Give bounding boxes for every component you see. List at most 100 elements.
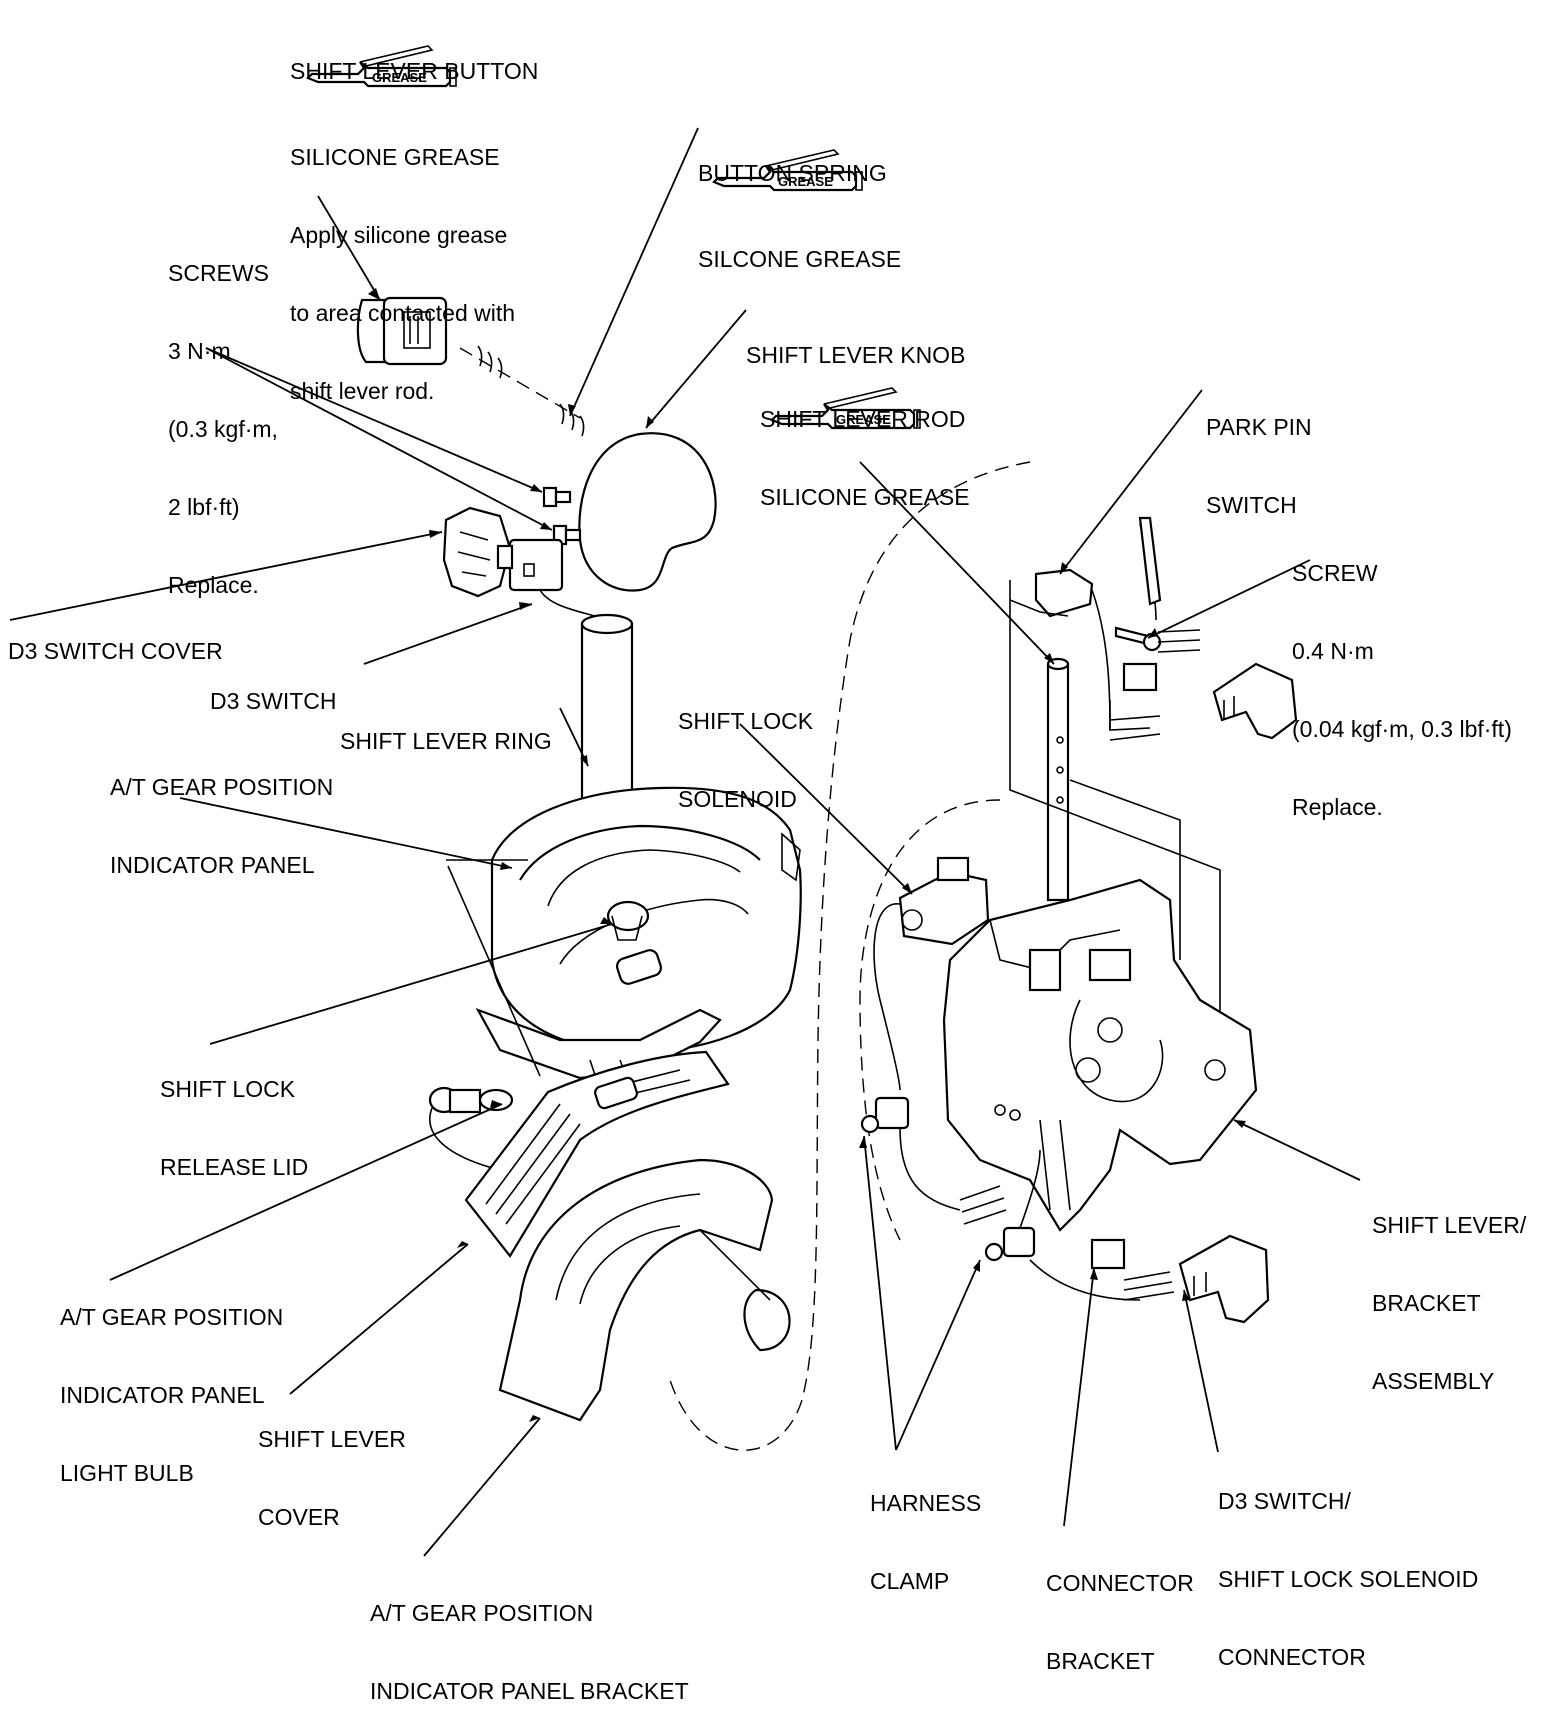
label-line: CONNECTOR: [1218, 1644, 1366, 1670]
label-line: Replace.: [168, 572, 259, 598]
label-shift-lever-knob: SHIFT LEVER KNOB: [746, 290, 965, 394]
button-spring-axis: [459, 347, 581, 419]
label-indicator-panel: A/T GEAR POSITION INDICATOR PANEL: [110, 722, 333, 904]
label-line: SCREWS: [168, 260, 269, 286]
label-shift-lever-button: SHIFT LEVER BUTTON: [290, 6, 538, 110]
label-line: SHIFT LEVER ROD: [760, 406, 966, 432]
grease-tube-text: GREASE: [836, 412, 891, 427]
shift-lever-cover-part: [464, 1050, 730, 1258]
label-line: BRACKET: [1372, 1290, 1481, 1316]
assembly-dashed-outline: [669, 461, 1031, 1451]
label-shift-lock-release-lid: SHIFT LOCK RELEASE LID: [160, 1024, 308, 1206]
label-line: SHIFT LEVER: [258, 1426, 406, 1452]
grease-tube-icon: GREASE: [712, 149, 863, 192]
assembly-guide-lines: [1009, 580, 1221, 1020]
label-line: 2 lbf·ft): [168, 494, 240, 520]
shift-lock-solenoid-part: [873, 856, 990, 1091]
park-pin-switch-part: [1009, 516, 1162, 731]
harness-clamp-part: [860, 1096, 1007, 1225]
label-line: A/T GEAR POSITION: [370, 1600, 594, 1626]
exploded-view-diagram: GREASE GREASE GREASE: [8, 6, 1526, 1704]
d3-switch-part: [496, 538, 613, 623]
label-line: SHIFT LEVER/: [1372, 1212, 1527, 1238]
connector-part: [1212, 662, 1298, 740]
label-line: to area contacted with: [290, 300, 516, 326]
label-screw: SCREW 0.4 N·m (0.04 kgf·m, 0.3 lbf·ft) R…: [1292, 508, 1512, 846]
grease-tube-icon: GREASE: [306, 45, 457, 88]
shift-lever-button-part: [356, 296, 448, 366]
label-harness-clamp: HARNESS CLAMP: [870, 1438, 981, 1620]
shift-lever-knob-part: [578, 432, 717, 592]
label-line: D3 SWITCH COVER: [8, 638, 223, 664]
label-line: SHIFT LOCK: [160, 1076, 296, 1102]
label-line: COVER: [258, 1504, 340, 1530]
grease-tube-text: GREASE: [372, 70, 427, 85]
label-shift-lever-rod-grease: SILICONE GREASE: [760, 432, 970, 536]
label-light-bulb: A/T GEAR POSITION INDICATOR PANEL LIGHT …: [60, 1252, 283, 1512]
label-bracket-assembly: SHIFT LEVER/ BRACKET ASSEMBLY: [1372, 1160, 1526, 1420]
label-line: SHIFT LOCK SOLENOID: [1218, 1566, 1479, 1592]
harness-pins: [1122, 629, 1201, 692]
label-line: INDICATOR PANEL BRACKET: [370, 1678, 689, 1704]
label-park-pin-switch: PARK PIN SWITCH: [1206, 362, 1312, 544]
light-bulb-part: [428, 1086, 514, 1171]
label-d3-switch-cover: D3 SWITCH COVER: [8, 586, 223, 690]
label-line: D3 SWITCH/: [1218, 1488, 1351, 1514]
label-line: ASSEMBLY: [1372, 1368, 1495, 1394]
connector-bracket-part: [1090, 1238, 1175, 1301]
label-screws: SCREWS 3 N·m (0.3 kgf·m, 2 lbf·ft) Repla…: [168, 208, 278, 624]
screws-part: [542, 486, 582, 546]
d3-switch-cover-part: [442, 506, 512, 598]
label-shift-lever-rod: SHIFT LEVER ROD: [760, 354, 965, 458]
label-line: SHIFT LOCK: [678, 708, 814, 734]
solenoid-connector-part: [1178, 1234, 1270, 1324]
shift-lever-rod-part: [1046, 657, 1070, 902]
leader-arrowheads: [368, 288, 1246, 1422]
label-line: SHIFT LEVER KNOB: [746, 342, 966, 368]
label-line: A/T GEAR POSITION: [60, 1304, 284, 1330]
label-line: D3 SWITCH: [210, 688, 337, 714]
label-line: LIGHT BULB: [60, 1460, 194, 1486]
label-shift-lock-solenoid: SHIFT LOCK SOLENOID: [678, 656, 813, 838]
grease-tube-icon: GREASE: [770, 387, 921, 430]
label-line: SWITCH: [1206, 492, 1297, 518]
indicator-panel-bracket-part: [498, 1158, 791, 1422]
leader-lines: [9, 127, 1361, 1557]
label-line: CLAMP: [870, 1568, 950, 1594]
park-pin-harness: [1109, 700, 1161, 741]
label-silicone-grease-note: SILICONE GREASE Apply silicone grease to…: [290, 92, 515, 430]
panel-guide-line: [446, 859, 541, 1077]
label-d3-solenoid-connector: D3 SWITCH/ SHIFT LOCK SOLENOID CONNECTOR: [1218, 1436, 1478, 1696]
label-line: RELEASE LID: [160, 1154, 309, 1180]
label-d3-switch: D3 SWITCH: [210, 636, 337, 740]
label-line: SILICONE GREASE: [290, 144, 500, 170]
label-shift-lever-cover: SHIFT LEVER COVER: [258, 1374, 406, 1556]
label-line: SHIFT LEVER RING: [340, 728, 552, 754]
label-line: Replace.: [1292, 794, 1383, 820]
grease-tube-text: GREASE: [778, 174, 833, 189]
label-line: SILCONE GREASE: [698, 246, 902, 272]
label-line: SHIFT LEVER BUTTON: [290, 58, 539, 84]
label-line: 0.4 N·m: [1292, 638, 1374, 664]
label-line: HARNESS: [870, 1490, 982, 1516]
label-line: SILICONE GREASE: [760, 484, 970, 510]
label-line: A/T GEAR POSITION: [110, 774, 334, 800]
label-shift-lever-ring: SHIFT LEVER RING: [340, 676, 552, 780]
label-button-spring-grease: SILCONE GREASE: [698, 194, 901, 298]
label-line: BRACKET: [1046, 1648, 1155, 1674]
label-line: 3 N·m: [168, 338, 231, 364]
label-connector-bracket: CONNECTOR BRACKET: [1046, 1518, 1194, 1700]
label-line: Apply silicone grease: [290, 222, 508, 248]
assembly-dashed-outline-inner: [859, 799, 1001, 1241]
bracket-assembly-part: [942, 878, 1258, 1232]
label-line: INDICATOR PANEL: [110, 852, 315, 878]
label-line: SCREW: [1292, 560, 1378, 586]
label-line: CONNECTOR: [1046, 1570, 1194, 1596]
label-line: INDICATOR PANEL: [60, 1382, 265, 1408]
diagram-drawing: GREASE GREASE GREASE: [9, 45, 1361, 1557]
label-line: BUTTON SPRING: [698, 160, 887, 186]
label-line: PARK PIN: [1206, 414, 1312, 440]
label-line: (0.3 kgf·m,: [168, 416, 278, 442]
label-button-spring: BUTTON SPRING: [698, 108, 887, 212]
label-line: SOLENOID: [678, 786, 797, 812]
